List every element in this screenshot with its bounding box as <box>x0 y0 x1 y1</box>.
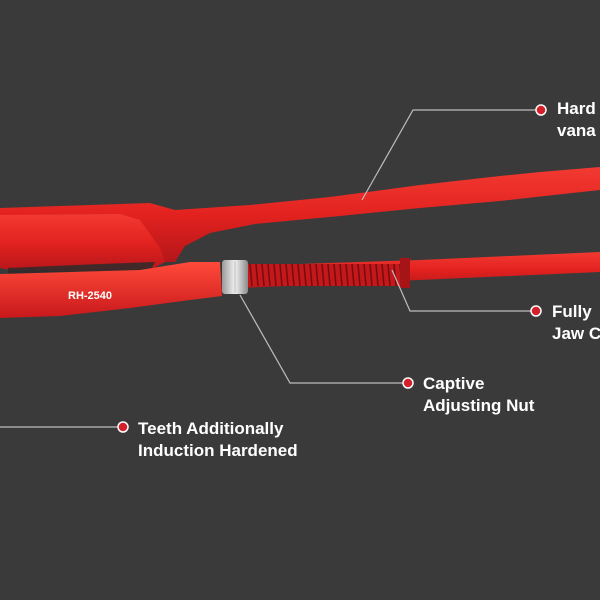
callout-teeth-line1: Teeth Additionally <box>138 419 284 438</box>
callout-dot-icon <box>535 104 547 116</box>
model-marking: RH-2540 <box>68 290 112 302</box>
fully-leader <box>391 269 536 312</box>
upper-jaw <box>0 214 165 272</box>
callout-fully-line2: Jaw C <box>552 324 600 343</box>
callout-captive-line1: Captive <box>423 374 485 393</box>
callout-fully-line1: Fully <box>552 302 592 321</box>
callout-dot-icon <box>117 421 129 433</box>
hardened-leader <box>361 109 541 201</box>
callout-dot-icon <box>530 305 542 317</box>
callout-hardened-line1: Hard <box>557 99 596 118</box>
callout-fully: Fully Jaw C <box>552 301 600 345</box>
rod-collar <box>400 258 410 288</box>
callout-dots <box>117 104 547 433</box>
lower-jaw <box>0 262 222 318</box>
callout-hardened-line2: vana <box>557 121 596 140</box>
captive-leader <box>239 294 408 384</box>
threaded-rod <box>244 263 406 287</box>
callout-lines <box>0 109 541 428</box>
upper-handle <box>0 167 600 262</box>
callout-teeth-line2: Induction Hardened <box>138 441 298 460</box>
callout-captive-nut: Captive Adjusting Nut <box>423 373 534 417</box>
callout-dot-icon <box>402 377 414 389</box>
callout-teeth: Teeth Additionally Induction Hardened <box>138 418 298 462</box>
callout-hardened: Hard vana <box>557 98 596 142</box>
callout-captive-line2: Adjusting Nut <box>423 396 535 415</box>
